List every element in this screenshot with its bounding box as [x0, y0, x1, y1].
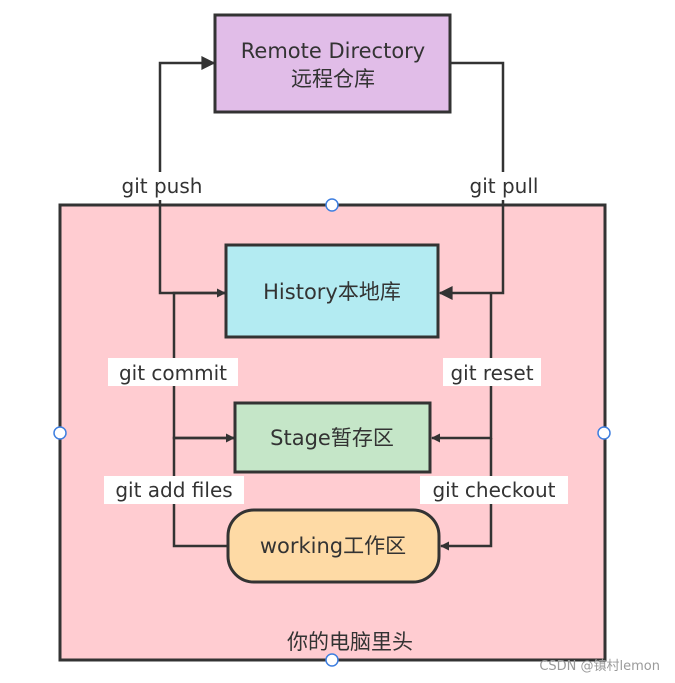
git-pull-label: git pull	[470, 174, 539, 198]
stage-label: Stage暂存区	[270, 426, 394, 450]
watermark: CSDN @镇村lemon	[539, 659, 660, 674]
resize-handle-right[interactable]	[597, 426, 611, 440]
computer-label: 你的电脑里头	[287, 630, 413, 654]
git-push-label: git push	[122, 174, 203, 198]
resize-handle-left[interactable]	[53, 426, 67, 440]
working-label: working工作区	[260, 534, 406, 558]
remote-directory-label-cn: 远程仓库	[291, 67, 375, 91]
git-commit-label: git commit	[119, 361, 227, 385]
edge-labels: git push git pull git commit git reset g…	[104, 172, 568, 504]
git-checkout-connector	[440, 438, 493, 551]
remote-directory-box[interactable]	[213, 13, 452, 114]
stage-box[interactable]	[233, 401, 432, 474]
resize-handle-top[interactable]	[325, 198, 339, 212]
resize-handle-bottom[interactable]	[325, 653, 339, 667]
git-add-files-label: git add files	[115, 478, 232, 502]
remote-directory-label: Remote Directory	[241, 39, 426, 63]
git-checkout-label: git checkout	[432, 478, 555, 502]
history-box[interactable]	[224, 243, 440, 339]
history-label: History本地库	[263, 280, 401, 304]
git-reset-label: git reset	[450, 361, 533, 385]
